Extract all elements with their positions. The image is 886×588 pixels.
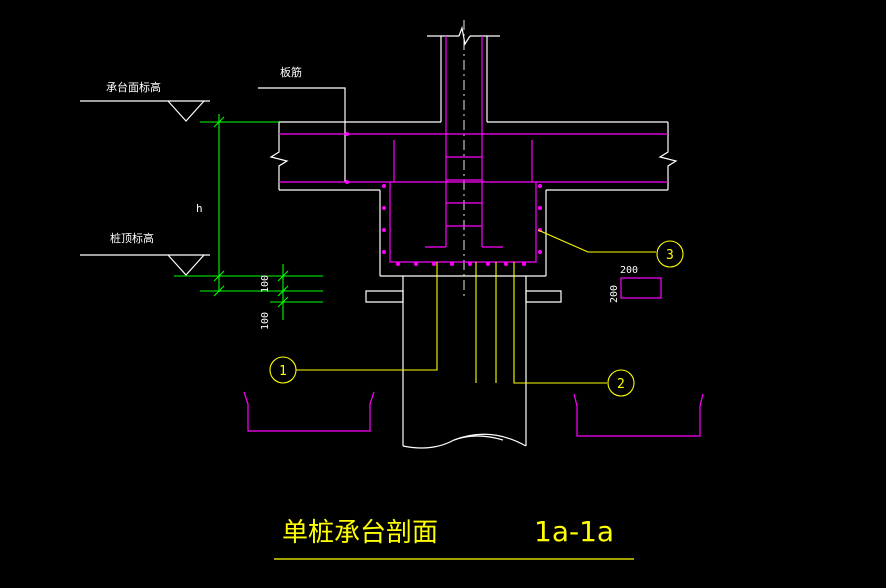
tick-3 — [277, 270, 289, 282]
stirrup-dim-width: 200 — [620, 265, 638, 276]
stirrup-dim-height: 200 — [609, 285, 620, 303]
tick-4 — [277, 285, 289, 297]
section-label: 1a-1a — [534, 515, 614, 548]
pile-top-elevation-triangle — [167, 254, 205, 276]
label-cap-top-elevation: 承台面标高 — [106, 80, 161, 94]
dimensions — [174, 114, 323, 320]
ledge-left — [365, 290, 404, 303]
marker-2-circle — [607, 369, 635, 397]
pile-break-inner — [453, 435, 504, 441]
reinforcement — [279, 36, 668, 263]
dim-label-100-lower: 100 — [260, 312, 271, 330]
elevation-symbols — [80, 100, 210, 276]
rebar-dots — [345, 132, 542, 266]
slab-break-left — [269, 122, 289, 190]
leader-3 — [537, 229, 656, 253]
dim-label-100-upper: 100 — [260, 275, 271, 293]
column-break-mark — [458, 25, 471, 46]
label-height-h: h — [196, 202, 203, 215]
pile-break-bottom — [402, 433, 527, 449]
label-pile-top-elevation: 桩顶标高 — [110, 231, 154, 245]
leader-2 — [513, 262, 607, 384]
marker-3-label: 3 — [666, 248, 674, 263]
leader-1 — [296, 262, 438, 371]
slab-rebar-leader — [258, 87, 346, 182]
drawing-title: 单桩承台剖面 — [282, 518, 438, 548]
marker-3-circle — [656, 240, 684, 268]
label-slab-rebar: 板筋 — [280, 65, 302, 79]
slab-break-right — [658, 122, 678, 190]
structure-outline — [258, 20, 678, 449]
tick-2 — [213, 270, 225, 282]
detail-1-bar — [243, 391, 375, 432]
leaders — [269, 229, 684, 397]
cap-top-elevation-triangle — [167, 100, 205, 122]
marker-1-label: 1 — [279, 364, 287, 379]
detail-2-bar — [573, 393, 704, 437]
cap-cage — [389, 182, 537, 263]
tick-1 — [213, 116, 225, 128]
marker-2-label: 2 — [617, 377, 625, 392]
tick-6 — [213, 285, 225, 297]
detail-3-stirrup — [620, 277, 662, 299]
ledge-right — [525, 290, 562, 303]
tick-5 — [277, 296, 289, 308]
detail-sketches — [243, 277, 704, 437]
marker-1-circle — [269, 356, 297, 384]
